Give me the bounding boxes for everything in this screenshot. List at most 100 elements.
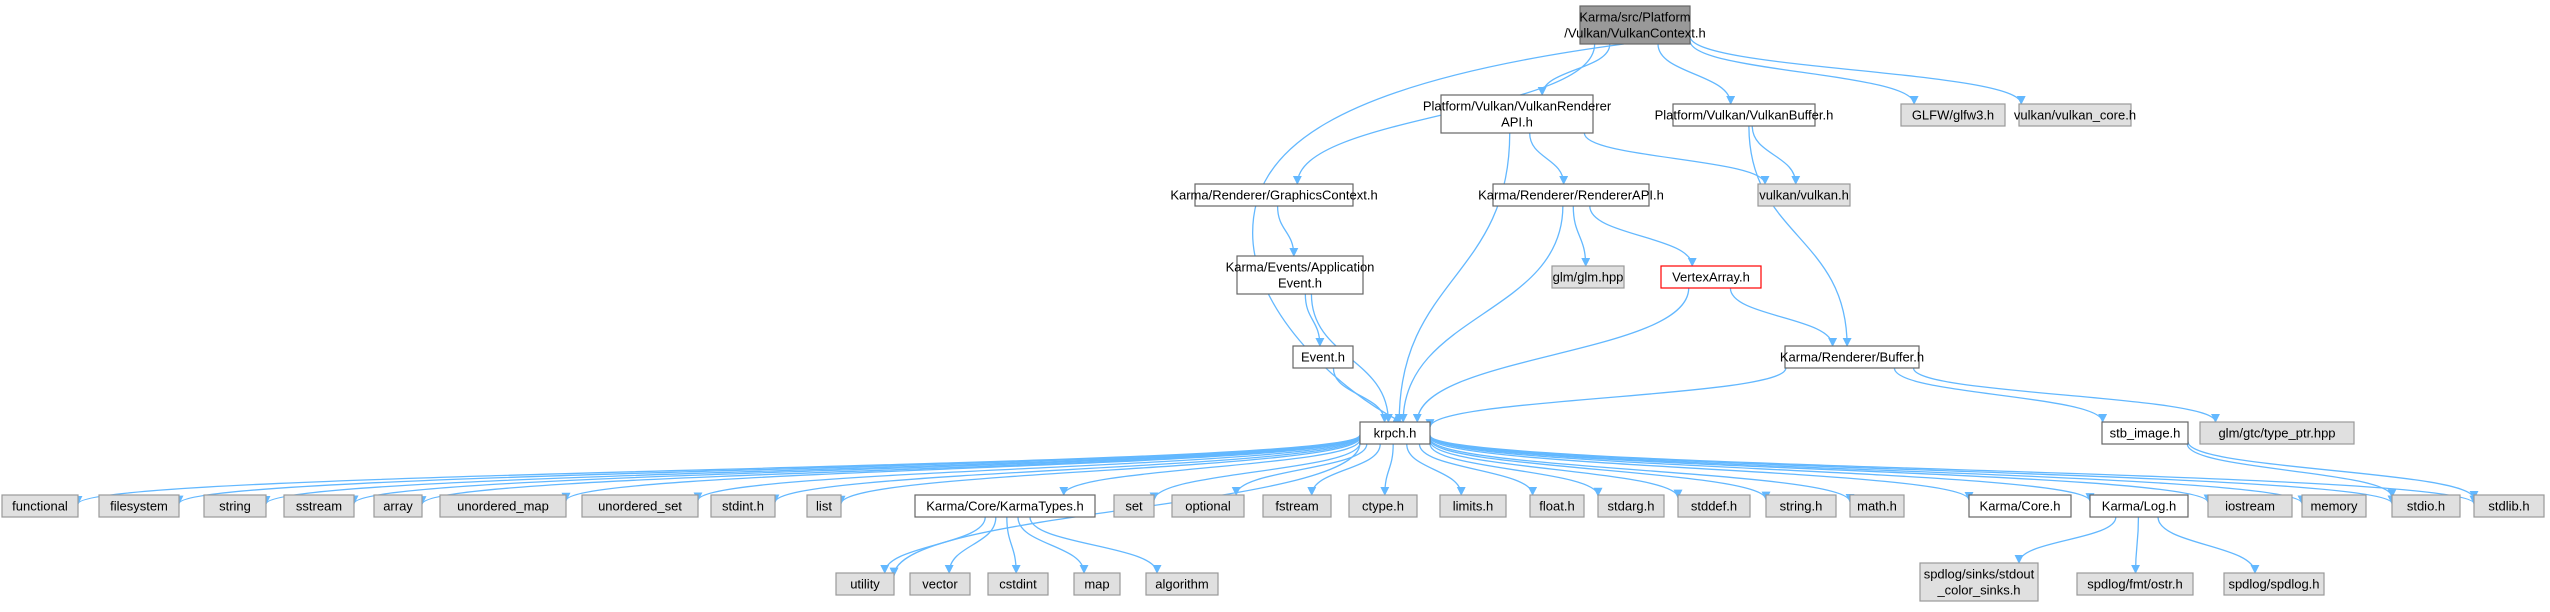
edge-buffer-to-krpch <box>1425 367 1787 429</box>
node-stdlib: stdlib.h <box>2473 494 2545 518</box>
node-root[interactable]: Karma/src/Platform/Vulkan/VulkanContext.… <box>1564 5 1706 45</box>
edge-krpch-to-sstream <box>349 434 1361 505</box>
edge-krpch-to-stringh <box>1429 439 1771 501</box>
edge-krpch-to-stdio <box>1429 434 2397 505</box>
node-box <box>1145 572 1219 596</box>
edge-krpch-to-float <box>1418 443 1538 496</box>
node-spdfmt: spdlog/fmt/ostr.h <box>2076 572 2194 596</box>
node-log[interactable]: Karma/Log.h <box>2089 494 2189 518</box>
node-buffer[interactable]: Karma/Renderer/Buffer.h <box>1780 345 1924 369</box>
node-krpch[interactable]: krpch.h <box>1359 421 1431 445</box>
node-label: spdlog/fmt/ostr.h <box>2087 577 2182 592</box>
node-stdarg: stdarg.h <box>1597 494 1665 518</box>
node-label: map <box>1084 577 1109 592</box>
node-vector: vector <box>909 572 971 596</box>
edge-krpch-to-optional <box>1231 443 1368 496</box>
node-float: float.h <box>1529 494 1585 518</box>
edge-varr-to-krpch <box>1412 287 1690 423</box>
node-box <box>2089 494 2189 518</box>
edge-log-to-spdsinks <box>2014 516 2117 564</box>
node-array: array <box>373 494 423 518</box>
node-box <box>1529 494 1585 518</box>
edge-root-to-krpch <box>1251 43 1624 423</box>
node-label: algorithm <box>1155 577 1208 592</box>
edge-root-to-vrapi <box>1537 43 1611 96</box>
node-label: Karma/Core/KarmaTypes.h <box>926 499 1084 514</box>
edge-buffer-to-gtc <box>1912 367 2220 423</box>
node-box <box>2473 494 2545 518</box>
node-label: /Vulkan/VulkanContext.h <box>1564 26 1705 41</box>
edge-krpch-to-stdint <box>770 436 1361 504</box>
node-optional: optional <box>1171 494 1245 518</box>
node-spdsinks: spdlog/sinks/stdout_color_sinks.h <box>1919 562 2039 602</box>
node-box <box>373 494 423 518</box>
node-box <box>1579 5 1691 45</box>
edge-krpch-to-math <box>1429 438 1855 503</box>
node-spdlog: spdlog/spdlog.h <box>2223 572 2325 596</box>
node-box <box>2076 572 2194 596</box>
edge-krpch-to-log <box>1429 435 2095 503</box>
edge-krpch-to-filesystem <box>174 434 1361 505</box>
node-label: cstdint <box>999 577 1037 592</box>
node-ktypes[interactable]: Karma/Core/KarmaTypes.h <box>914 494 1096 518</box>
node-set: set <box>1113 494 1155 518</box>
node-memory: memory <box>2301 494 2367 518</box>
node-vulkanh: vulkan/vulkan.h <box>1757 183 1851 207</box>
edge-krpch-to-string <box>261 434 1361 505</box>
dependency-edges <box>73 36 2479 577</box>
edge-gctx-to-appev <box>1276 205 1299 257</box>
edge-log-to-spdfmt <box>2131 516 2141 574</box>
edge-krpch-to-iostream <box>1429 435 2213 504</box>
edge-krpch-to-fstream <box>1307 443 1381 496</box>
node-label: stdlib.h <box>2488 499 2529 514</box>
node-box <box>909 572 971 596</box>
node-vbuf[interactable]: Platform/Vulkan/VulkanBuffer.h <box>1655 103 1834 127</box>
node-label: vulkan/vulkan.h <box>1759 188 1849 203</box>
node-box <box>2223 572 2325 596</box>
edge-krpch-to-core <box>1429 436 1974 501</box>
node-math: math.h <box>1849 494 1905 518</box>
node-box <box>2301 494 2367 518</box>
node-filesystem: filesystem <box>98 494 180 518</box>
node-stbimg[interactable]: stb_image.h <box>2101 421 2189 445</box>
node-box <box>1073 572 1121 596</box>
node-label: filesystem <box>110 499 168 514</box>
edge-ktypes-to-vector <box>944 516 997 574</box>
node-box <box>1492 183 1650 207</box>
node-string: string <box>203 494 267 518</box>
node-box <box>1784 345 1920 369</box>
node-ctype: ctype.h <box>1348 494 1418 518</box>
node-box <box>1765 494 1837 518</box>
node-box <box>987 572 1049 596</box>
edge-krpch-to-ktypes <box>1059 439 1361 496</box>
node-label: VertexArray.h <box>1672 270 1750 285</box>
node-gctx[interactable]: Karma/Renderer/GraphicsContext.h <box>1170 183 1378 207</box>
edge-krpch-to-stdlib <box>1429 434 2479 505</box>
edge-vrapi-to-vulkanh <box>1583 132 1770 185</box>
node-label: string.h <box>1780 499 1823 514</box>
node-stdio: stdio.h <box>2391 494 2461 518</box>
node-rapi[interactable]: Karma/Renderer/RendererAPI.h <box>1478 183 1664 207</box>
node-core[interactable]: Karma/Core.h <box>1968 494 2072 518</box>
edge-krpch-to-stddef <box>1429 440 1683 499</box>
node-varr[interactable]: VertexArray.h <box>1660 265 1762 289</box>
node-box <box>1292 345 1354 369</box>
node-box <box>581 494 699 518</box>
node-event[interactable]: Event.h <box>1292 345 1354 369</box>
node-label: Event.h <box>1278 276 1322 291</box>
edge-krpch-to-array <box>417 435 1361 506</box>
node-label: fstream <box>1275 499 1318 514</box>
edge-krpch-to-list <box>836 437 1361 505</box>
node-fstream: fstream <box>1262 494 1332 518</box>
node-label: spdlog/spdlog.h <box>2228 577 2319 592</box>
node-box <box>1113 494 1155 518</box>
node-label: string <box>219 499 251 514</box>
node-cstdint: cstdint <box>987 572 1049 596</box>
node-label: Karma/Renderer/RendererAPI.h <box>1478 188 1664 203</box>
node-label: Karma/src/Platform <box>1579 10 1690 25</box>
node-box <box>1677 494 1751 518</box>
node-box <box>1236 255 1364 295</box>
edge-krpch-to-uset <box>693 435 1361 502</box>
